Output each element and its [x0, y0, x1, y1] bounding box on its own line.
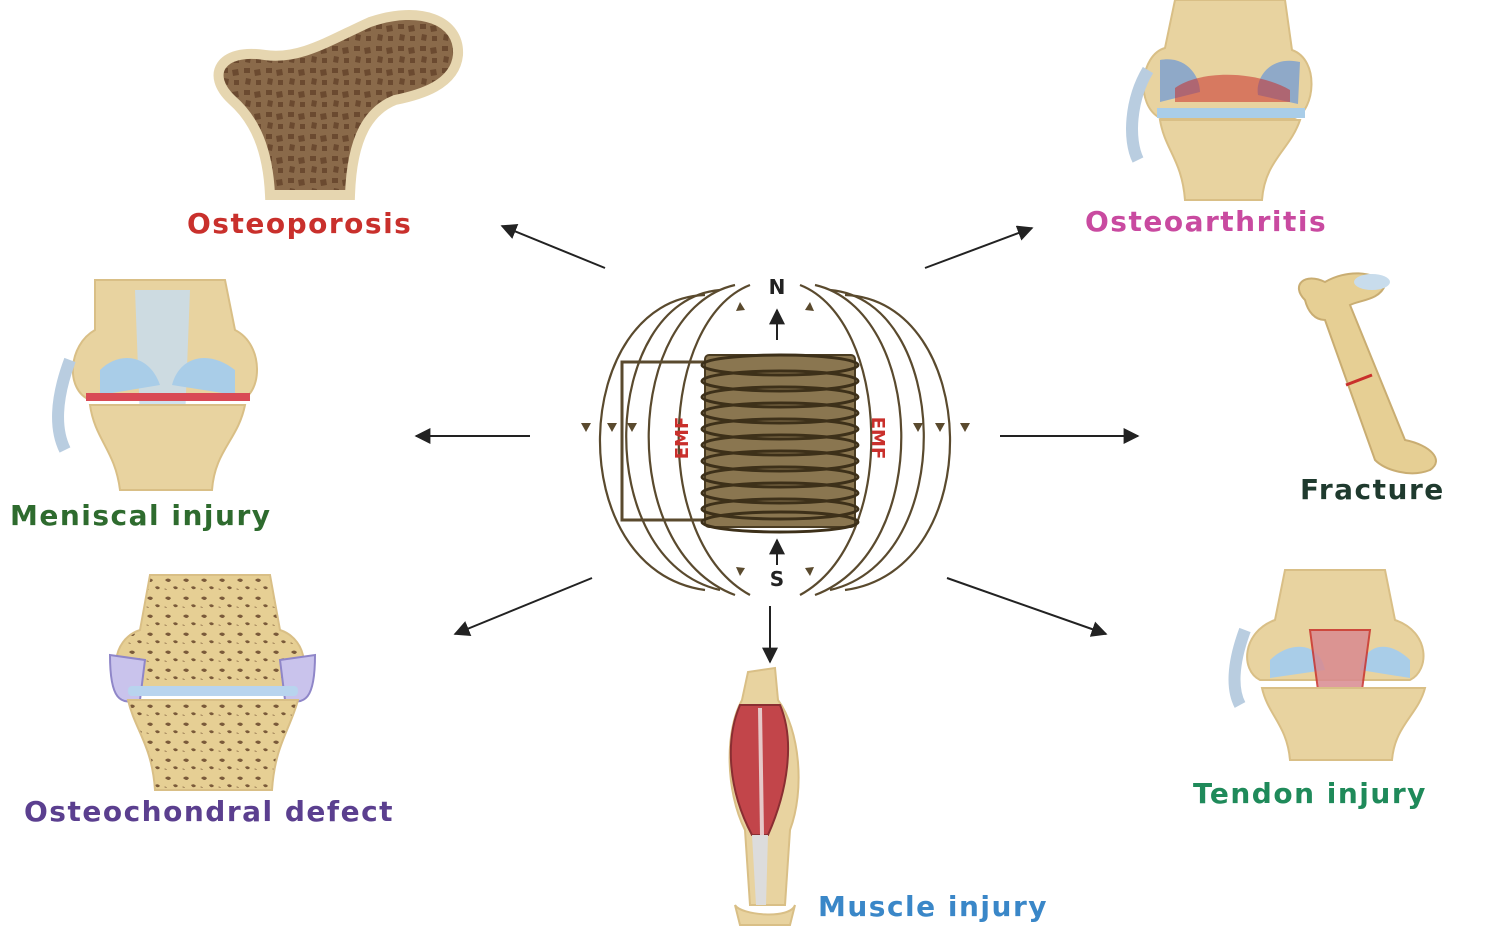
label-meniscal-injury: Meniscal injury: [10, 499, 272, 532]
north-pole-label: N: [769, 275, 786, 299]
label-osteoarthritis: Osteoarthritis: [1085, 205, 1328, 238]
label-tendon-injury: Tendon injury: [1193, 777, 1427, 810]
muscle-illustration: [728, 666, 800, 926]
label-osteoporosis: Osteoporosis: [187, 207, 413, 240]
magnetic-field-lines: [598, 283, 952, 597]
meniscal-knee-illustration: [52, 279, 258, 491]
osteochondral-knee-illustration: [108, 574, 317, 791]
osteoporosis-femur-illustration: [213, 10, 464, 200]
arrow-osteoarthritis: [924, 225, 1034, 269]
coil-windings: [700, 353, 860, 534]
field-arrows: [581, 302, 970, 576]
south-pole-label: S: [770, 567, 784, 591]
pointer-arrows: [414, 224, 1140, 664]
arrow-osteochondral: [453, 577, 593, 636]
label-osteochondral-defect: Osteochondral defect: [24, 795, 395, 828]
label-muscle-injury: Muscle injury: [818, 890, 1049, 923]
arrow-osteoporosis: [500, 224, 606, 269]
emf-label-left: EMF: [672, 417, 693, 460]
fractured-bone-illustration: [1297, 272, 1437, 475]
emf-label-right: EMF: [867, 417, 888, 460]
arrow-tendon: [946, 577, 1108, 637]
electromagnetic-coil: N S EMF EMF: [581, 275, 970, 597]
tendon-knee-illustration: [1228, 569, 1427, 761]
label-fracture: Fracture: [1300, 473, 1445, 506]
osteoarthritis-knee-illustration: [1126, 0, 1313, 201]
